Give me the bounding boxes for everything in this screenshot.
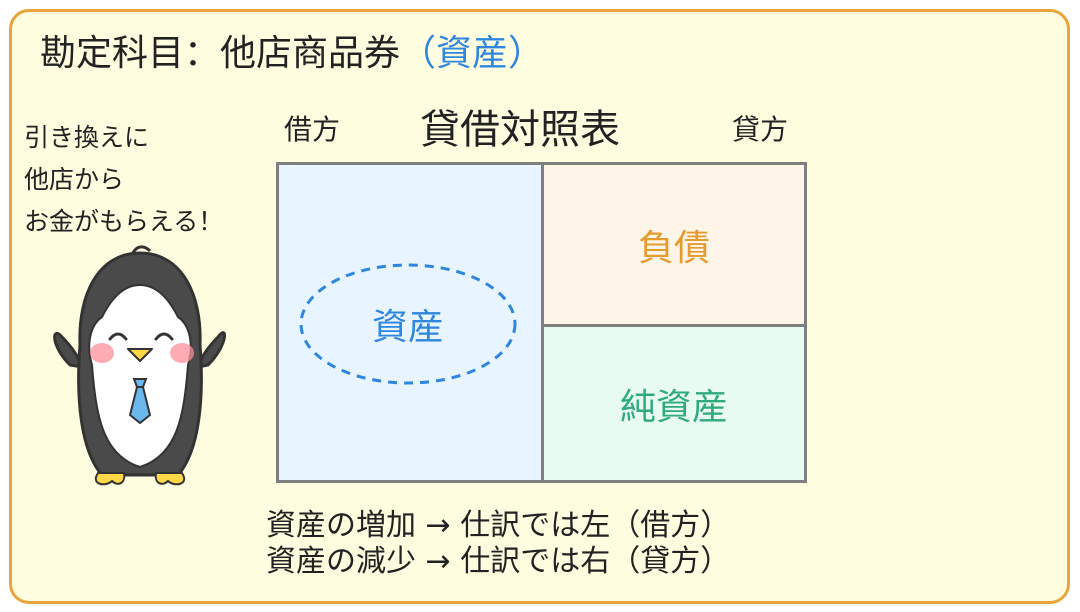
liability-label: 負債 (637, 227, 710, 269)
balance-sheet-title: 貸借対照表 (420, 107, 620, 153)
credit-label: 貸方 (732, 113, 789, 146)
speech-text: 引き換えに 他店から お金がもらえる！ (24, 117, 223, 243)
account-name: 勘定科目：他店商品券 (40, 33, 401, 74)
page-title: 勘定科目：他店商品券（資産） (40, 36, 544, 72)
debit-label: 借方 (284, 113, 341, 146)
journal-rules: 資産の増加 → 仕訳では左（借方） 資産の減少 → 仕訳では右（貸方） (266, 508, 730, 580)
equity-label: 純資産 (619, 386, 728, 428)
asset-box (276, 162, 544, 483)
penguin-icon (40, 245, 240, 499)
speech-line: 他店から (24, 165, 125, 194)
decrease-rule: 資産の減少 → 仕訳では右（貸方） (266, 544, 731, 579)
asset-highlight-ellipse (299, 263, 517, 385)
account-category: （資産） (400, 33, 545, 74)
asset-label: 資産 (371, 307, 444, 348)
speech-line: お金がもらえる！ (24, 207, 224, 236)
equity-box: 純資産 (541, 324, 807, 483)
liability-box: 負債 (541, 162, 807, 327)
increase-rule: 資産の増加 → 仕訳では左（借方） (266, 508, 731, 543)
speech-line: 引き換えに (24, 123, 150, 152)
